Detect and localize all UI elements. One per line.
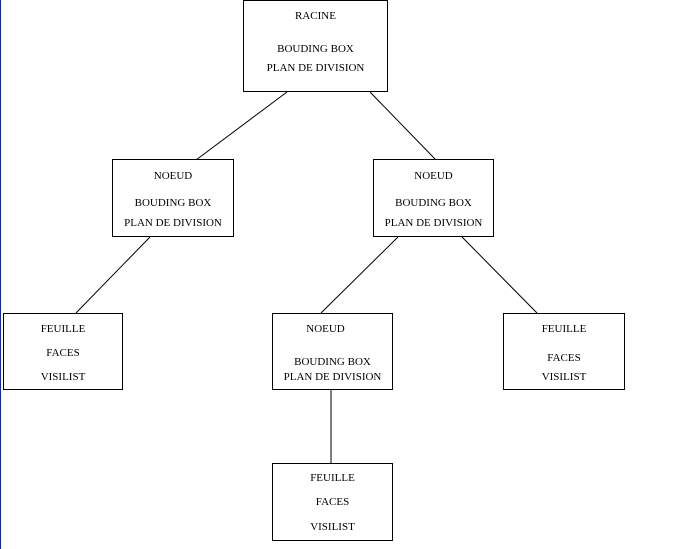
root-title: RACINE <box>295 10 336 22</box>
leaf-right-line-visilist: VISILIST <box>541 371 587 383</box>
node-left-line-bbox: BOUDING BOX <box>134 197 212 209</box>
root-node: RACINE BOUDING BOX PLAN DE DIVISION <box>243 0 388 92</box>
node-mid-line-plane: PLAN DE DIVISION <box>283 371 382 383</box>
leaf-left: FEUILLE FACES VISILIST <box>3 313 123 390</box>
root-line-bbox: BOUDING BOX <box>277 43 354 55</box>
leaf-right: FEUILLE FACES VISILIST <box>503 313 625 390</box>
edge-node-right-node-mid <box>320 236 399 314</box>
leaf-bottom-line-visilist: VISILIST <box>310 521 355 533</box>
node-right-line-plane: PLAN DE DIVISION <box>384 217 483 229</box>
node-right-title: NOEUD <box>414 170 453 182</box>
node-left-line-plane: PLAN DE DIVISION <box>124 217 222 229</box>
node-right-line-bbox: BOUDING BOX <box>395 197 472 209</box>
leaf-bottom: FEUILLE FACES VISILIST <box>272 463 393 541</box>
edge-root-node-right <box>369 91 437 161</box>
node-right: NOEUD BOUDING BOX PLAN DE DIVISION <box>373 159 494 237</box>
edge-root-node-left <box>195 91 288 161</box>
node-left: NOEUD BOUDING BOX PLAN DE DIVISION <box>112 159 234 237</box>
leaf-right-line-faces: FACES <box>547 352 581 364</box>
leaf-bottom-title: FEUILLE <box>310 472 355 484</box>
page-left-border <box>0 0 1 549</box>
leaf-left-line-faces: FACES <box>46 347 80 359</box>
leaf-bottom-line-faces: FACES <box>315 496 350 508</box>
leaf-left-line-visilist: VISILIST <box>40 371 86 383</box>
node-mid-line-bbox: BOUDING BOX <box>294 356 371 368</box>
leaf-left-title: FEUILLE <box>40 323 86 335</box>
node-mid: NOEUD BOUDING BOX PLAN DE DIVISION <box>272 313 393 390</box>
node-left-title: NOEUD <box>153 170 193 182</box>
node-mid-title: NOEUD <box>306 323 345 335</box>
edge-node-left-leaf-left <box>75 236 151 314</box>
root-line-plane: PLAN DE DIVISION <box>266 62 365 74</box>
edge-node-right-leaf-right <box>461 236 538 314</box>
leaf-right-title: FEUILLE <box>541 323 587 335</box>
